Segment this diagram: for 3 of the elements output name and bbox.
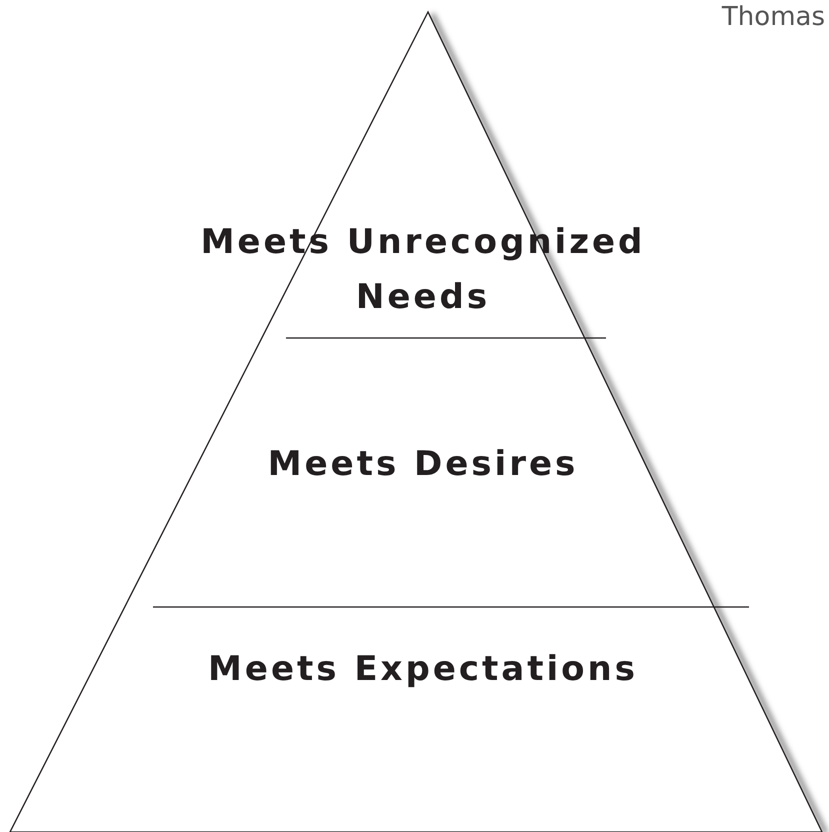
tier-label: Meets Expectations: [120, 642, 726, 697]
tier-label: Meets Desires: [180, 437, 666, 492]
author-name: Thomas: [722, 2, 825, 32]
